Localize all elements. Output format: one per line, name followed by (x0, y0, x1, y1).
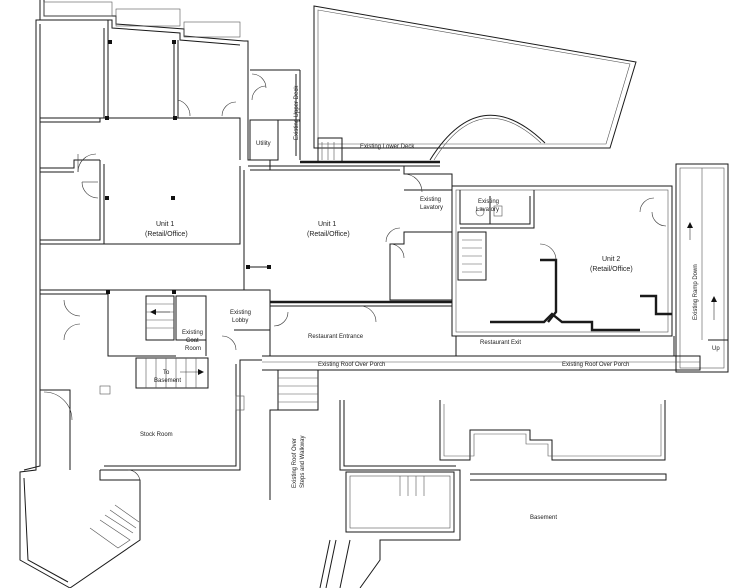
label-existing-coat-room: Existing (182, 330, 203, 336)
label-existing-lobby: Existing (230, 310, 251, 316)
label-utility: Utility (256, 141, 271, 147)
label-existing-lower-deck: Existing Lower Deck (360, 144, 415, 150)
label-to-basement: To (163, 370, 170, 376)
label-existing-roof-over-stairs: Existing Roof Over (292, 438, 298, 488)
label-existing-lavatory-center: Existing (420, 197, 441, 203)
stock-room (40, 385, 245, 483)
label-stock-room: Stock Room (140, 432, 173, 438)
unit1-left-walls (40, 20, 271, 290)
unit1-center-walls (248, 165, 453, 323)
label-existing-ramp-down: Existing Ramp Down (693, 264, 699, 320)
label-unit1-left: Unit 1 (156, 221, 174, 228)
label-unit2: Unit 2 (602, 256, 620, 263)
label-existing-roof-over-porch-1: Existing Roof Over Porch (318, 362, 385, 368)
upper-deck (313, 5, 637, 161)
label-restaurant-entrance: Restaurant Entrance (308, 334, 364, 340)
label-existing-lavatory-right: Existing (478, 199, 499, 205)
label-to-basement-2: Basement (154, 378, 181, 384)
unit2-walls (451, 185, 673, 337)
label-existing-lavatory-center-2: Lavatory (420, 205, 443, 211)
label-unit1-center-use: (Retail/Office) (307, 231, 350, 238)
label-existing-roof-over-porch-2: Existing Roof Over Porch (562, 362, 629, 368)
roof-over-steps (269, 369, 319, 500)
porch-roof (262, 336, 701, 371)
basement-walls (319, 400, 667, 588)
label-unit1-left-use: (Retail/Office) (145, 231, 188, 238)
label-unit2-use: (Retail/Office) (590, 266, 633, 273)
label-existing-upper-deck: Existing Upper Deck (294, 85, 300, 140)
direction-arrows (150, 222, 717, 375)
label-existing-coat-room-2: Coat (186, 338, 199, 344)
label-existing-lavatory-right-2: Lavatory (476, 207, 499, 213)
coat-room-and-lobby (40, 289, 289, 389)
utility-and-lower-deck (249, 119, 440, 167)
label-unit1-center: Unit 1 (318, 221, 336, 228)
label-basement: Basement (530, 515, 557, 521)
label-existing-coat-room-3: Room (185, 346, 201, 352)
exterior-walls (19, 0, 301, 588)
label-up: Up (712, 346, 720, 352)
room-labels: Existing Upper Deck Existing Lower Deck … (140, 85, 720, 521)
label-restaurant-exit: Restaurant Exit (480, 340, 521, 346)
label-existing-lobby-2: Lobby (232, 318, 248, 324)
ramp (675, 163, 729, 373)
label-existing-roof-over-stairs-2: Steps and Walkway (300, 436, 306, 488)
